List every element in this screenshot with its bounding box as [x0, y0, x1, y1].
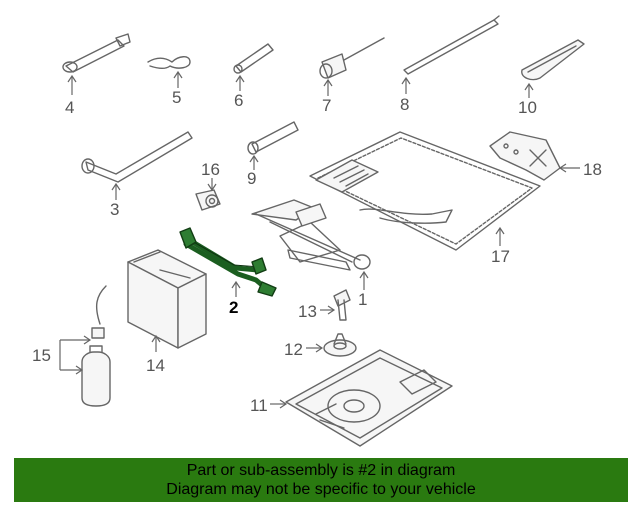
part-16-nut[interactable] [195, 178, 221, 211]
part-7-screwdriver[interactable] [319, 37, 385, 96]
callout-1: 1 [358, 290, 367, 309]
part-3-wheel-brace[interactable] [81, 131, 193, 200]
part-13-bolt[interactable] [320, 289, 351, 321]
part-18-bracket[interactable] [489, 131, 580, 181]
part-4-wrench[interactable] [62, 33, 131, 95]
callout-10: 10 [518, 98, 537, 117]
callout-4: 4 [65, 98, 74, 117]
callout-17: 17 [491, 247, 510, 266]
callout-11: 11 [250, 396, 268, 415]
callout-7: 7 [322, 96, 331, 115]
part-1-jack[interactable] [251, 199, 371, 290]
callout-18: 18 [583, 160, 602, 179]
part-14-box[interactable] [127, 249, 207, 352]
part-17-floor-cover[interactable] [309, 131, 541, 251]
callout-13: 13 [298, 302, 317, 321]
part-11-tool-tray[interactable] [270, 349, 453, 447]
parts-diagram: 4 5 6 7 8 10 [32, 15, 602, 447]
callout-16: 16 [201, 160, 220, 179]
part-6-pin[interactable] [233, 43, 274, 91]
callout-12: 12 [284, 340, 303, 359]
callout-14: 14 [146, 356, 165, 375]
callout-9: 9 [247, 169, 256, 188]
callout-5: 5 [172, 88, 181, 107]
part-12-wing-nut[interactable] [306, 333, 357, 357]
part-15-bottle[interactable] [59, 285, 111, 407]
callout-6: 6 [234, 91, 243, 110]
info-banner: Part or sub-assembly is #2 in diagram Di… [14, 458, 628, 502]
part-9-bolt[interactable] [247, 121, 299, 170]
callout-3: 3 [110, 200, 119, 219]
callout-15: 15 [32, 346, 51, 365]
callout-8: 8 [400, 95, 409, 114]
banner-line-2: Diagram may not be specific to your vehi… [166, 481, 476, 498]
banner-line-1: Part or sub-assembly is #2 in diagram [186, 462, 456, 479]
part-5-hook[interactable] [147, 56, 191, 88]
part-8-rod[interactable] [401, 15, 500, 94]
part-2-jack-handle[interactable] [179, 227, 277, 297]
callout-2: 2 [229, 298, 238, 317]
part-10-wedge[interactable] [521, 39, 585, 98]
